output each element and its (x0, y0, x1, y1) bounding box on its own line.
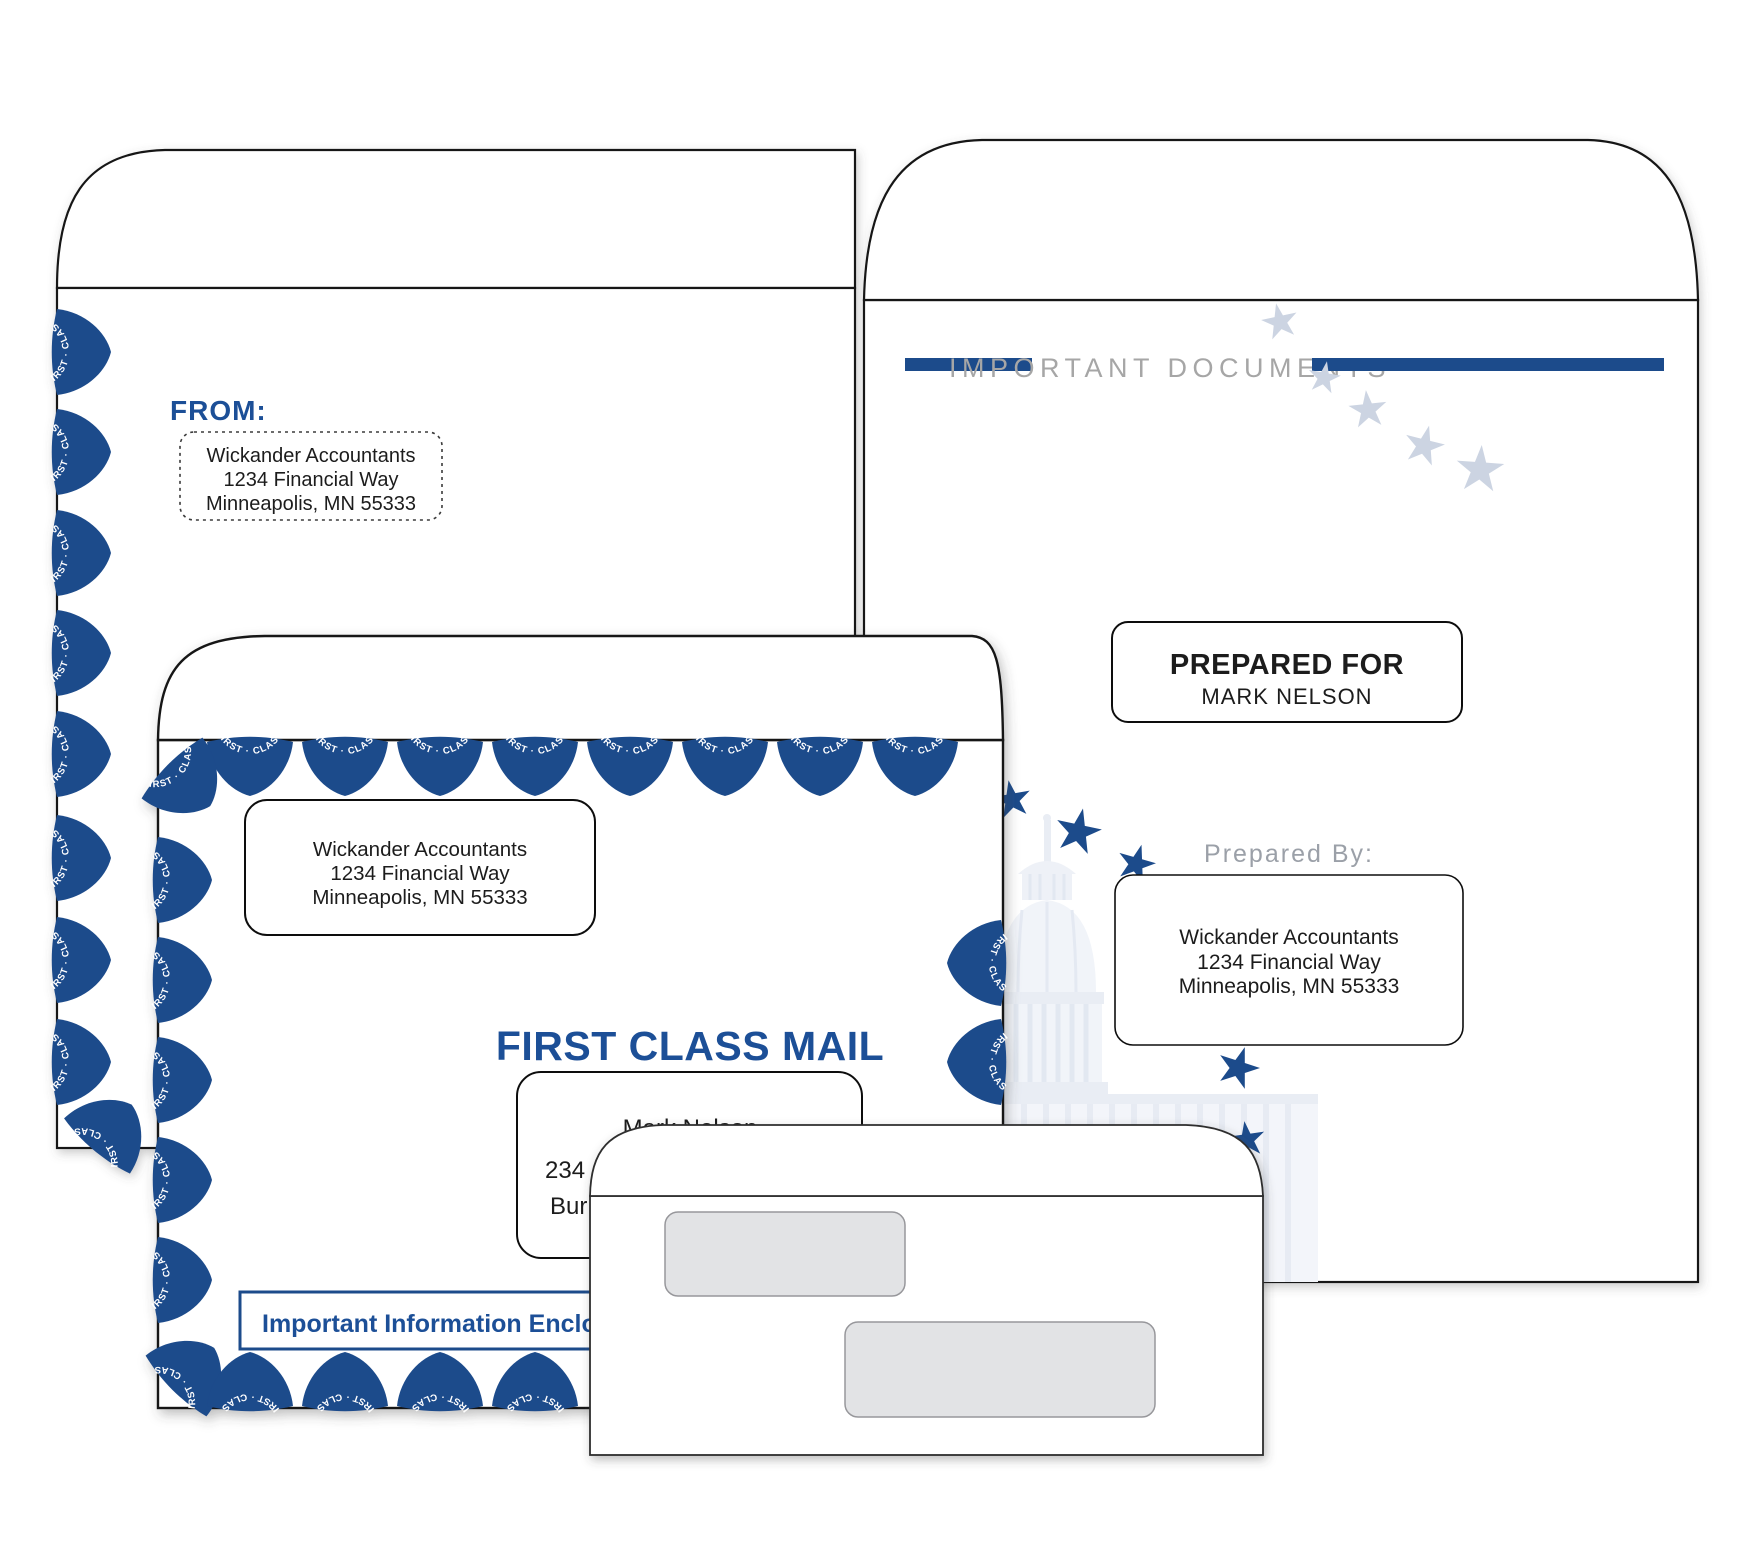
small-envelope-flap (589, 1124, 1264, 1197)
return-address: Wickander Accountants 1234 Financial Way… (206, 445, 416, 515)
information-banner-text: Important Information Enclos (262, 1310, 611, 1338)
return-address-box (179, 431, 443, 521)
return-address-line: 1234 Financial Way (224, 469, 399, 491)
header-bar-left (905, 358, 1032, 371)
first-class-mail-headline: FIRST CLASS MAIL (496, 1023, 884, 1069)
small-envelope-window-left (664, 1211, 906, 1297)
sender-address-line: Minneapolis, MN 55333 (312, 886, 527, 909)
prepared-by-box (1114, 874, 1464, 1046)
envelope-double-window (589, 1124, 1264, 1456)
header-bar-right (1312, 358, 1664, 371)
prepared-by-address: Wickander Accountants 1234 Financial Way… (1179, 926, 1400, 998)
prepared-by-line: Minneapolis, MN 55333 (1179, 975, 1400, 998)
envelope-back-flap (55, 148, 857, 290)
prepared-for-name: MARK NELSON (1201, 684, 1372, 709)
return-address-line: Minneapolis, MN 55333 (206, 493, 416, 515)
sender-address-line: 1234 Financial Way (330, 862, 510, 885)
prepared-by-line: Wickander Accountants (1179, 926, 1398, 949)
prepared-by-line: 1234 Financial Way (1197, 951, 1381, 974)
recipient-line: 234 (545, 1157, 585, 1184)
important-documents-header: IMPORTANT DOCUMENTS (905, 353, 1664, 383)
prepared-by-label: Prepared By: (1204, 840, 1374, 868)
prepared-for-box (1111, 621, 1463, 723)
sender-window (244, 799, 596, 936)
sender-address-line: Wickander Accountants (313, 838, 527, 861)
first-class-envelope-flap (156, 634, 1005, 742)
documents-envelope-flap (862, 138, 1700, 302)
small-envelope-window-bottom (844, 1321, 1156, 1418)
return-address-line: Wickander Accountants (207, 445, 416, 467)
recipient-line: Bur (550, 1193, 587, 1220)
sender-address: Wickander Accountants 1234 Financial Way… (312, 838, 527, 909)
from-label: FROM: (170, 395, 267, 426)
prepared-for-title: PREPARED FOR (1170, 649, 1404, 681)
